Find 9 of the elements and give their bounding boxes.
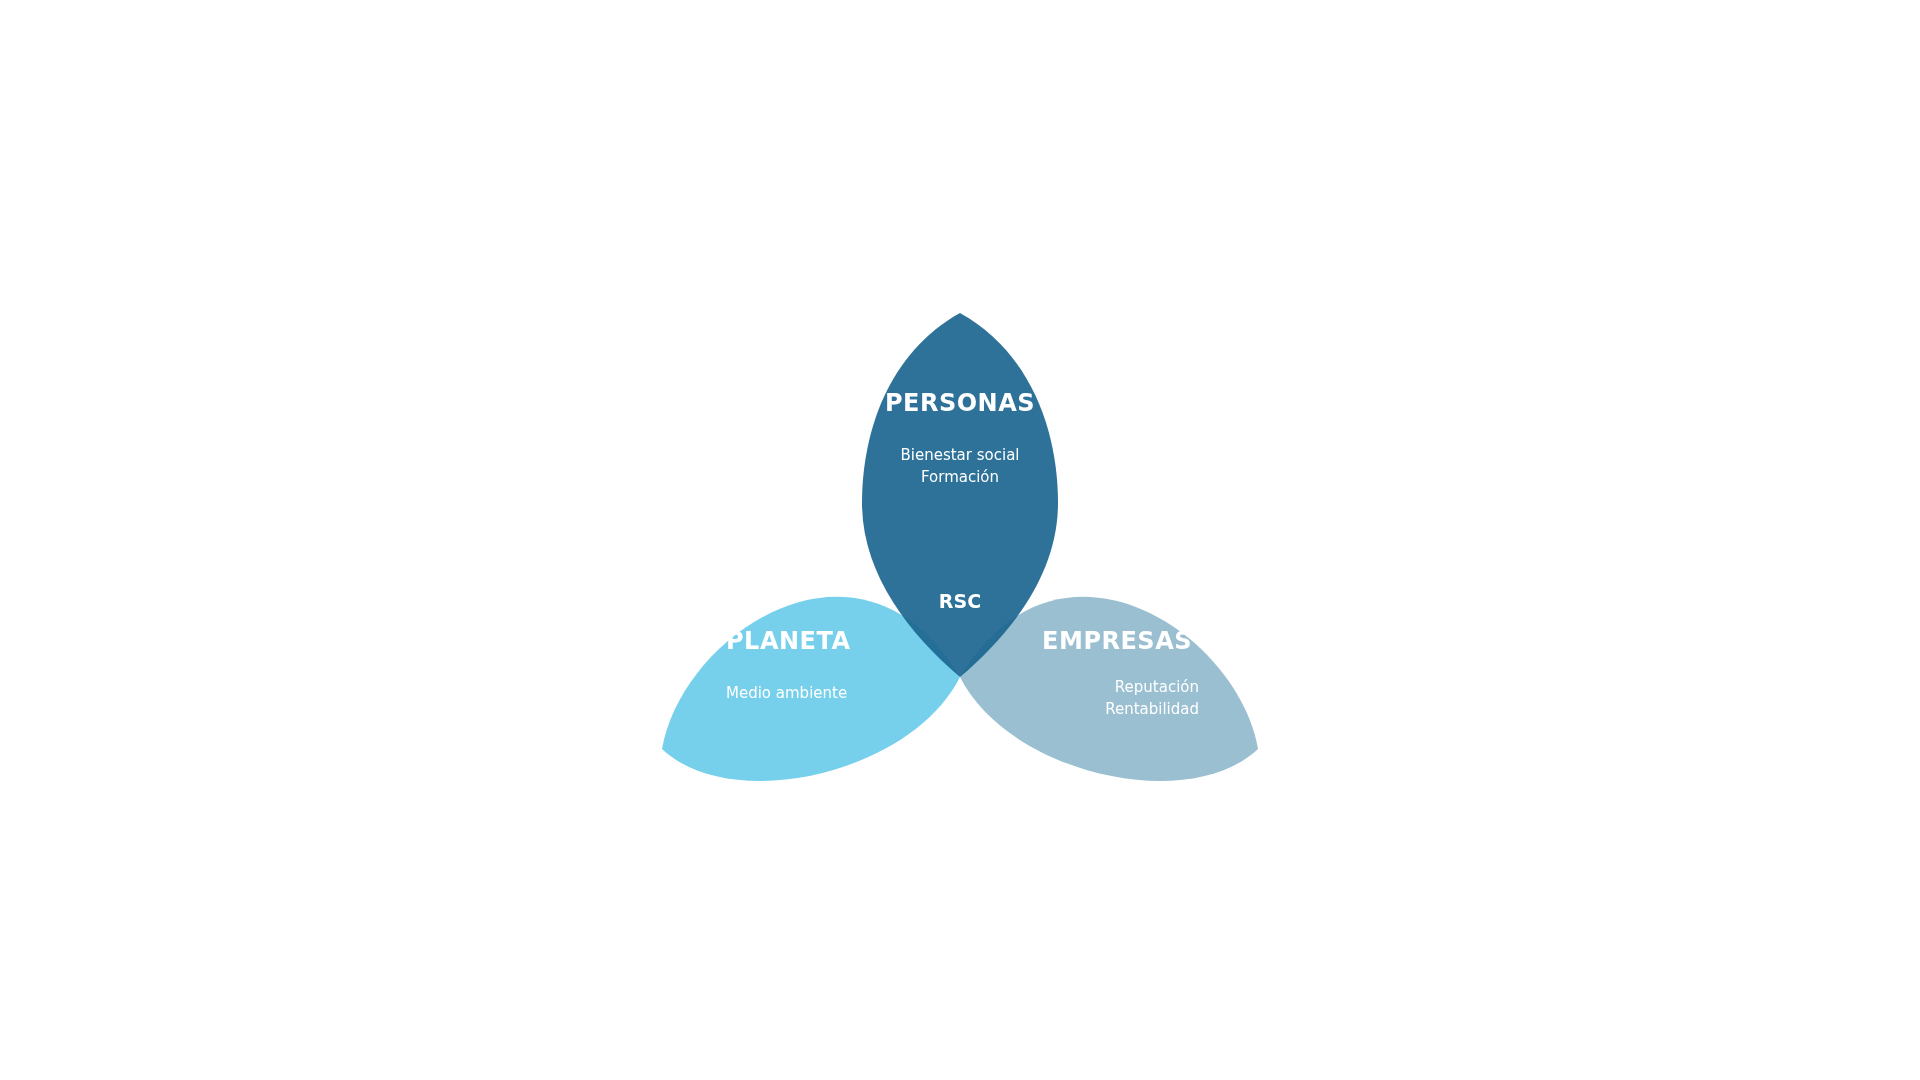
section-heading: PLANETA: [726, 626, 851, 657]
description-text: Rentabilidad: [1105, 699, 1199, 720]
section-heading: EMPRESAS: [1042, 626, 1192, 657]
center-label: RSC: [938, 590, 982, 612]
description-text: Bienestar social: [900, 445, 1020, 466]
description-text: Reputación: [1114, 677, 1199, 698]
section-heading: PERSONAS: [884, 388, 1036, 419]
description-text: Medio ambiente: [726, 683, 848, 704]
description-text: Formación: [920, 467, 1000, 488]
